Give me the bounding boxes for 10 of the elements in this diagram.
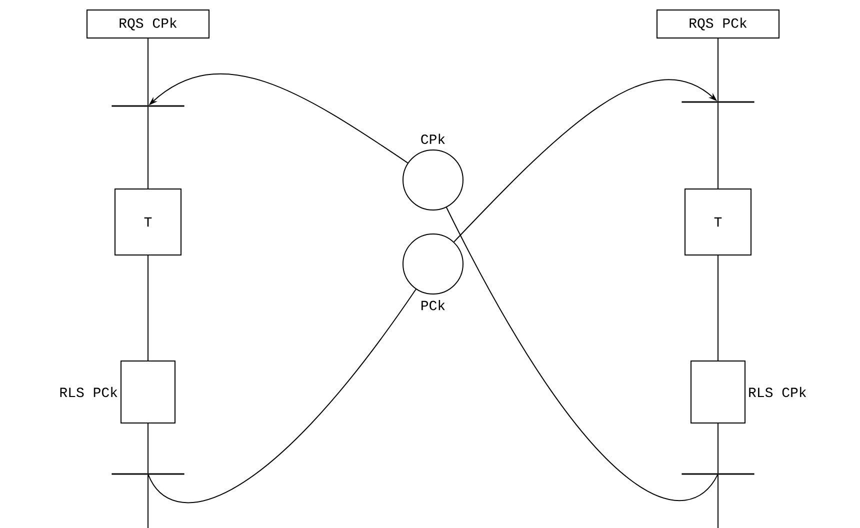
place-label: PCk [422, 300, 445, 310]
place-label: CPk [421, 134, 445, 144]
process-box: RQS CPk [86, 10, 210, 38]
connector-line [446, 206, 718, 501]
box-label: RLS PCk [60, 386, 118, 398]
connector-line [148, 288, 416, 503]
box-label: RLS CPk [749, 386, 806, 398]
process-box: RQS PCk [656, 10, 780, 38]
process-box: T [114, 188, 182, 256]
process-box: T [684, 188, 752, 256]
